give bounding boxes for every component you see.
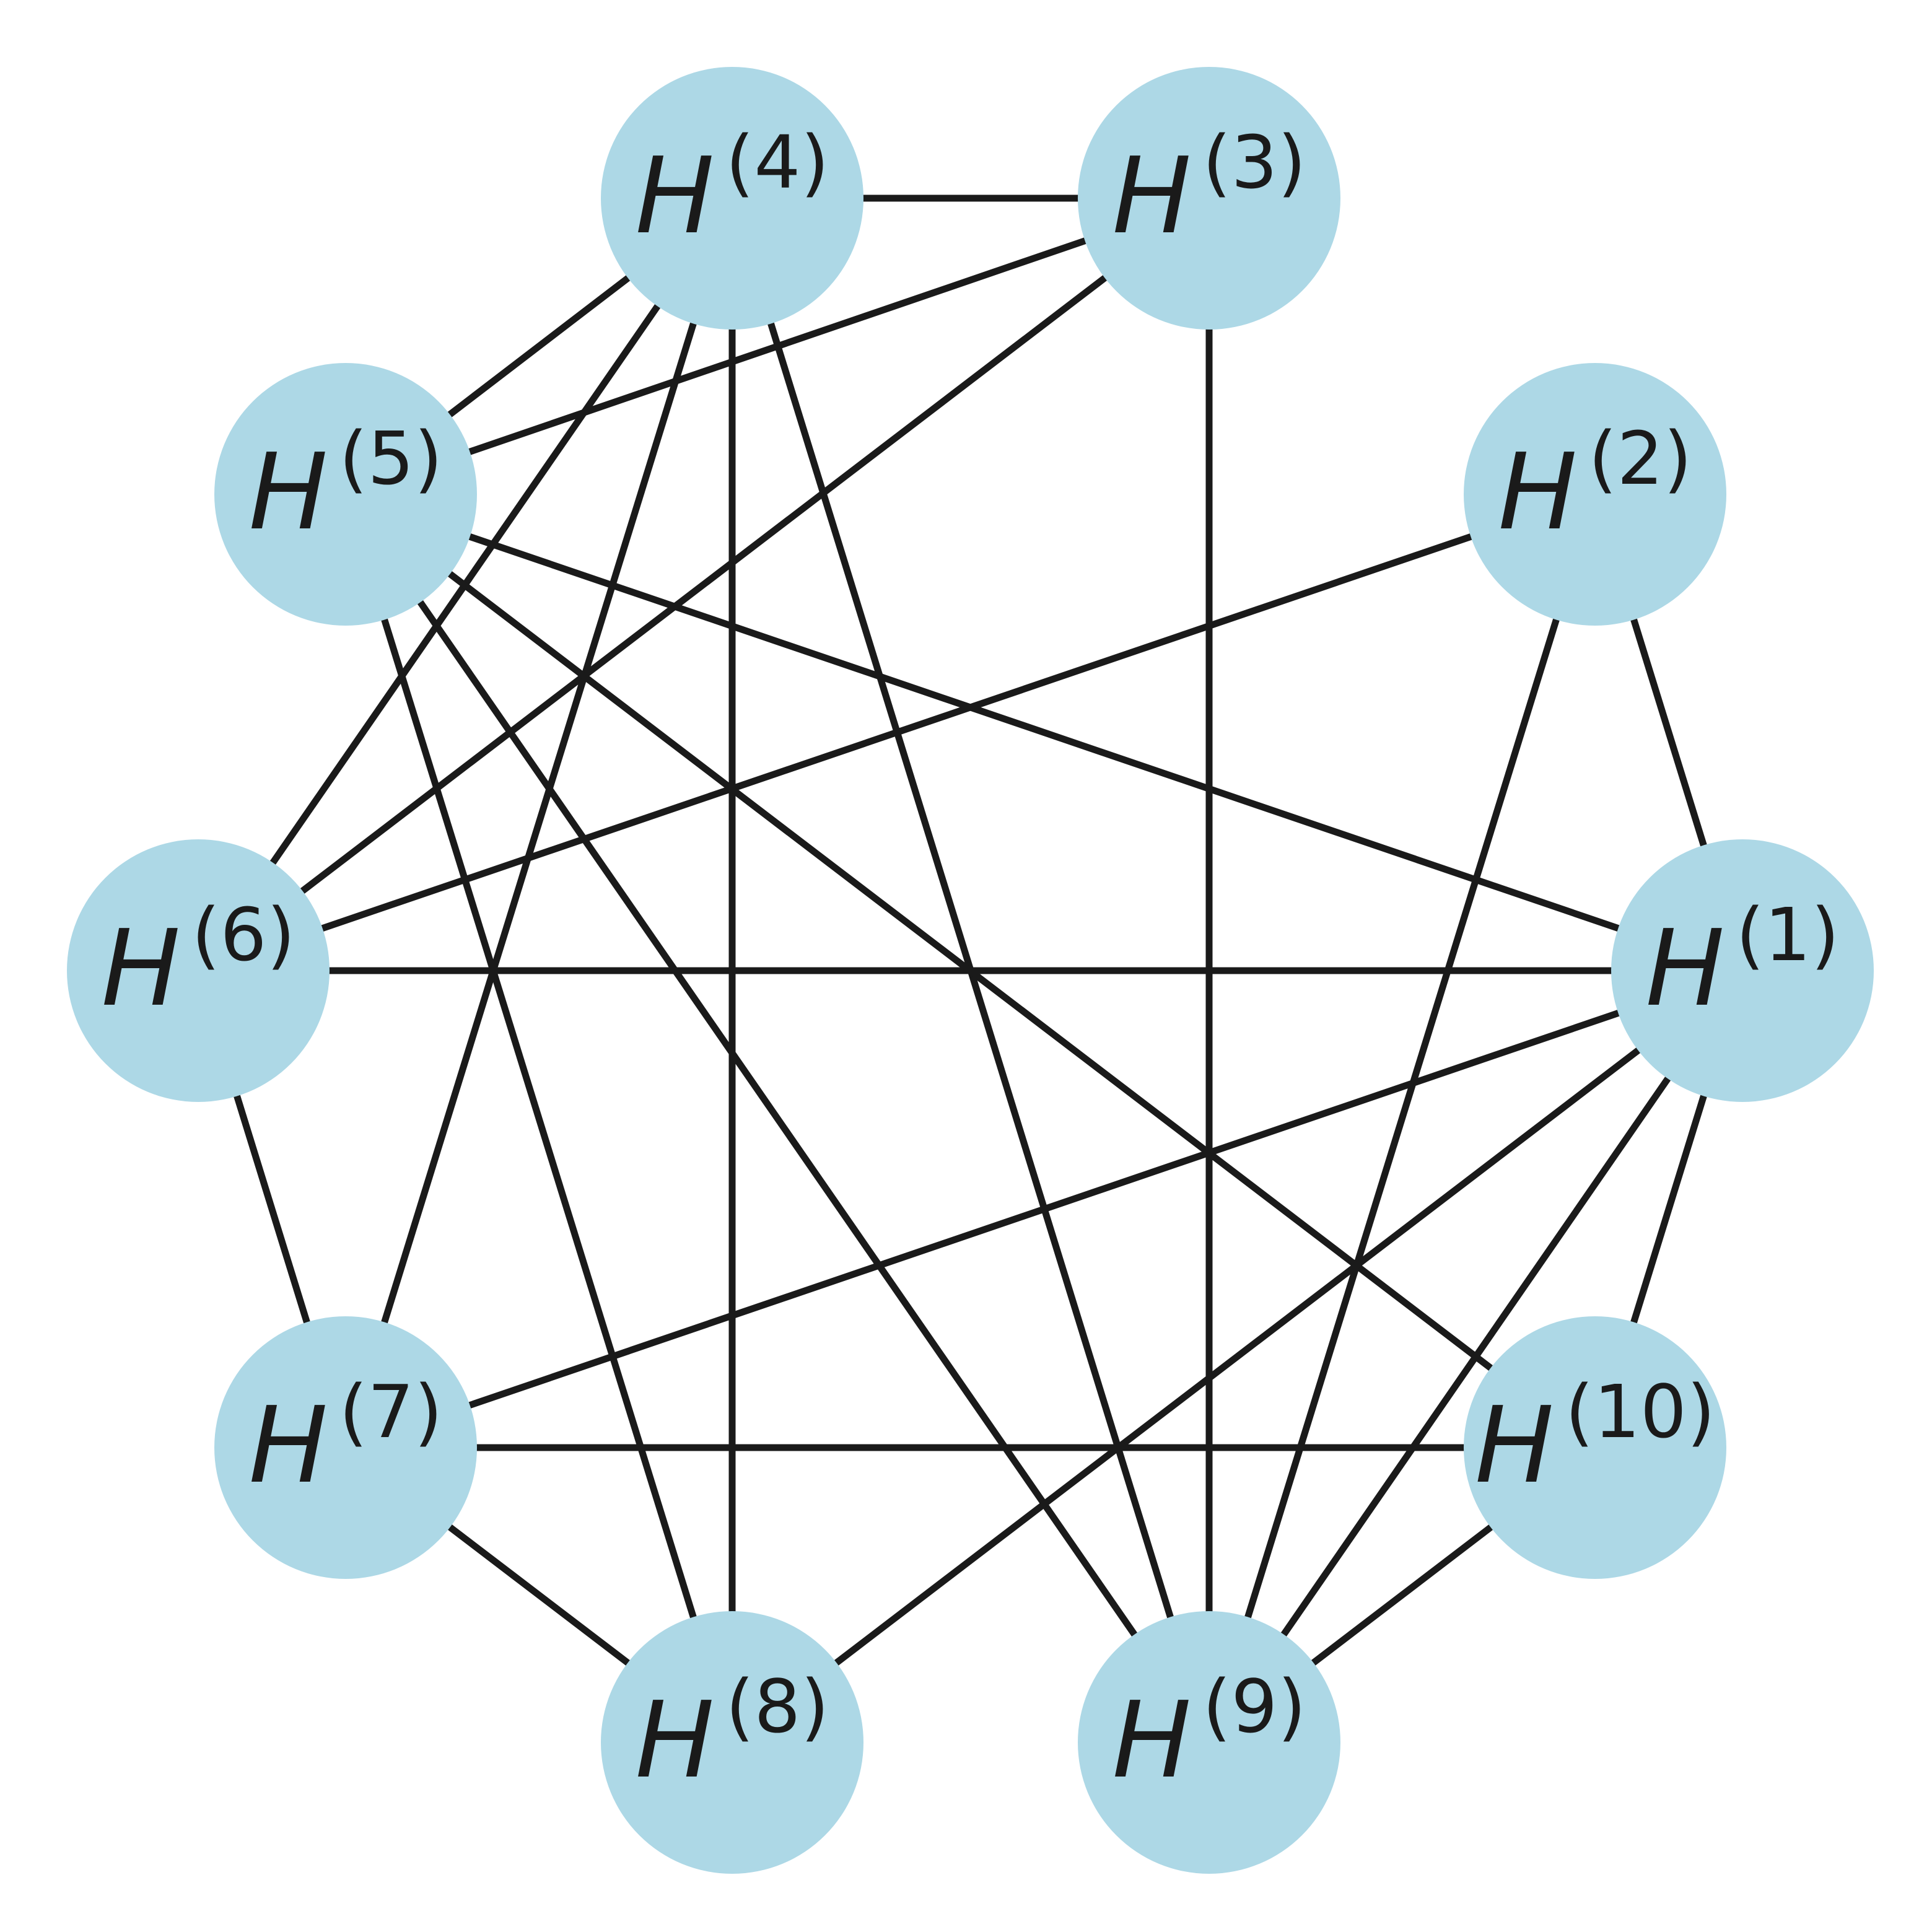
node-10: H(10) [1464, 1316, 1726, 1579]
node-circle-10 [1464, 1316, 1726, 1579]
node-label-base: H [102, 907, 181, 1030]
node-label-2: H(2) [1498, 416, 1692, 554]
edge-2-6 [197, 491, 1596, 974]
edge-4-7 [342, 197, 736, 1449]
node-label-base: H [636, 135, 715, 258]
node-label-3: H(3) [1112, 120, 1306, 258]
node-label-4: H(4) [636, 120, 829, 258]
node-4: H(4) [601, 67, 863, 330]
node-label-superscript: (4) [725, 120, 829, 205]
node-2: H(2) [1464, 363, 1726, 626]
edges-layer [195, 195, 1746, 1746]
node-label-superscript: (6) [191, 892, 295, 977]
node-label-8: H(8) [636, 1664, 829, 1802]
node-label-base: H [636, 1679, 715, 1802]
node-label-6: H(6) [102, 892, 295, 1030]
node-label-base: H [1646, 907, 1725, 1030]
edge-5-8 [342, 493, 736, 1744]
node-label-7: H(7) [249, 1369, 443, 1507]
node-label-5: H(5) [249, 416, 443, 554]
node-label-base: H [1475, 1384, 1554, 1507]
node-label-superscript: (9) [1202, 1664, 1306, 1749]
node-circle-2 [1464, 363, 1726, 626]
node-label-1: H(1) [1646, 892, 1840, 1030]
node-label-superscript: (7) [339, 1369, 442, 1454]
node-label-superscript: (5) [339, 416, 442, 501]
node-circle-8 [601, 1611, 863, 1874]
node-label-base: H [249, 1384, 328, 1507]
node-circle-3 [1078, 67, 1340, 330]
node-circle-1 [1611, 839, 1874, 1102]
node-circle-4 [601, 67, 863, 330]
nodes-layer: H(1)H(2)H(3)H(4)H(5)H(6)H(7)H(8)H(9)H(10… [67, 67, 1874, 1874]
node-label-9: H(9) [1112, 1664, 1306, 1802]
edge-3-5 [344, 195, 1210, 498]
node-circle-7 [214, 1316, 477, 1579]
node-circle-5 [214, 363, 477, 626]
node-label-base: H [249, 431, 328, 554]
node-5: H(5) [214, 363, 477, 626]
node-label-base: H [1112, 1679, 1192, 1802]
node-3: H(3) [1078, 67, 1340, 330]
node-label-superscript: (10) [1565, 1369, 1715, 1454]
edge-5-1 [344, 491, 1744, 974]
node-label-superscript: (8) [725, 1664, 829, 1749]
node-label-superscript: (2) [1588, 416, 1692, 501]
node-1: H(1) [1611, 839, 1874, 1102]
node-circle-6 [67, 839, 330, 1102]
node-label-base: H [1498, 431, 1578, 554]
node-circle-9 [1078, 1611, 1340, 1874]
node-6: H(6) [67, 839, 330, 1102]
edge-1-7 [344, 967, 1744, 1451]
edge-2-9 [1205, 493, 1599, 1744]
node-label-superscript: (1) [1736, 892, 1839, 977]
edge-5-9 [343, 492, 1212, 1745]
node-label-superscript: (3) [1202, 120, 1306, 205]
node-9: H(9) [1078, 1611, 1340, 1874]
node-label-10: H(10) [1475, 1369, 1715, 1507]
edge-1-9 [1206, 968, 1746, 1745]
node-label-base: H [1112, 135, 1192, 258]
edge-1-8 [730, 968, 1745, 1746]
node-7: H(7) [214, 1316, 477, 1579]
node-8: H(8) [601, 1611, 863, 1874]
edge-3-6 [196, 195, 1212, 974]
